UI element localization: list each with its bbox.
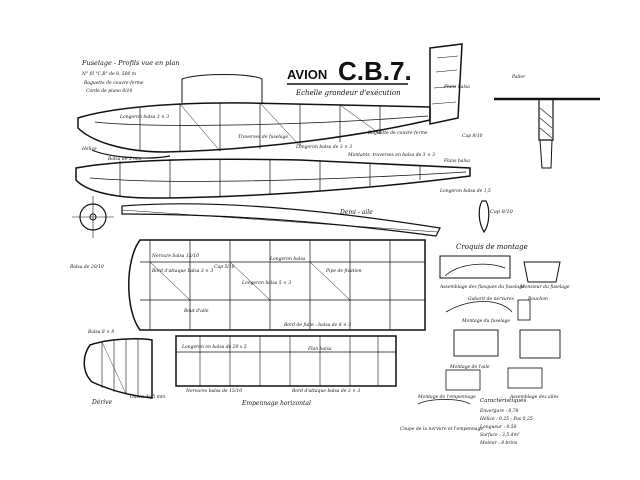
stabilizer-top-view [494,97,600,169]
label-flans-balsa-2: Flans balsa [443,158,470,164]
label-fuselage-note3: Corde de piano 8/10 [86,88,133,94]
label-helice-val: Hélice : 0,25 ; Pas 0,25 [479,415,533,422]
label-traverse-fuselage: Traverses de fuselage [238,134,288,140]
title-prefix: AVION [287,67,327,82]
assembly-sketches [417,255,561,405]
label-longeron-balsa: Longeron balsa de 3 × 3 [295,144,352,150]
title-subtitle: Echelle grandeur d'exécution [295,89,401,97]
label-nervure: Nervure balsa 15/10 [151,253,199,259]
label-balsa-5: Balsa de 5 mm [107,156,142,162]
label-helice: Hélice [81,145,97,152]
label-bord-fuite: Bord de fuite : balsa de 8 × 3 [283,322,351,328]
label-envergure: Envergure : 0,78 [479,408,519,414]
label-bord-attaque-emp: Bord d'attaque balsa de 3 × 3 [291,388,360,394]
label-montage-ailes: Montage de l'aile [449,364,490,370]
label-surface: Surface : 3,5 dm² [480,432,520,438]
label-assemblage: Assemblage des flasques du fuselage [439,284,525,290]
label-bord-attaque: Bord d'attaque balsa 3 × 3 [151,268,213,274]
label-longeron-5x3: Longeron balsa 5 × 3 [241,280,291,286]
empennage-horizontal [175,335,397,387]
label-flans-balsa: Flans balsa [443,84,470,90]
label-montage-fuselage: Montage du fuselage [461,318,510,324]
label-pipe-fixation: Pipe de fixation [325,268,362,274]
label-cap-1: Cap 8/10 [462,133,483,139]
label-moteur: Moteur : 8 brins [479,440,518,446]
label-bout-aile: Bout d'aile [183,308,209,314]
label-balsa-20: Balsa de 20/10 [69,264,104,270]
title-main: C.B.7. [338,56,412,86]
label-gabarit: Gabarit de nervures [468,296,515,302]
label-longeron-aile: Longeron balsa [269,256,306,262]
label-fuselage-title: Fuselage - Profils vue en plan [81,59,180,67]
fin-top [429,43,463,125]
label-baguette-cv: Baguette de couvre-ferme [367,130,428,136]
label-empennage: Empennage horizontal [241,400,311,407]
wing-spar [121,203,441,237]
label-balsa-8: Balsa 8 × 8 [87,329,114,335]
label-fuselage-note: N° fil "C.B" de 8. 500 m [81,71,136,77]
label-montage-empennage: Montage de l'empennage [417,394,476,400]
label-longueur: Longueur : 0,50 [479,424,517,430]
fin-derive [83,338,153,399]
label-coupe: Coupe de la nervure et l'empennage [400,426,483,432]
label-flan-balsa: Flan balsa [307,346,332,352]
label-cap-2: Cap 8/10 [490,209,514,215]
label-cap-aile: Cap 5/10 [214,264,235,270]
label-longeron-balsa-15: Longeron balsa de 1,5 [439,188,491,194]
labels: Fuselage - Profils vue en plan N° fil "C… [69,59,570,446]
label-bouchon: Bouchon [527,296,548,302]
tail-skid [478,200,490,234]
propeller-front-view [72,196,114,238]
wing-planform [128,239,426,331]
label-palier: Palier [511,74,526,80]
fuselage-plan-view [75,158,471,199]
label-croquis: Croquis de montage [456,243,528,251]
label-caracteristiques: Caractéristiques [480,397,526,404]
label-fuselage-note2: Baguette de couvre-ferme [83,80,144,86]
title-block: AVION C.B.7. Echelle grandeur d'exécutio… [287,56,412,97]
label-ouvre-de: Ouvre de 5 mm [130,394,165,400]
label-assemblage-ailes: Assemblage des ailes [509,394,559,400]
label-montants: Montants, traverses en balsa de 3 × 3 [347,152,435,158]
label-longeron-emp: Longeron en balsa de 20 x 5 [181,344,247,350]
label-longeron-fuselage: Longeron balsa 3 × 3 [119,114,169,120]
label-monsieur: Monsieur du fuselage [519,284,570,290]
label-nervures-emp: Nervures balsa de 15/10 [185,388,242,394]
label-demi-aile: Demi - aile [339,209,373,216]
label-derive: Dérive [91,399,113,406]
fuselage-side-view [77,74,431,159]
